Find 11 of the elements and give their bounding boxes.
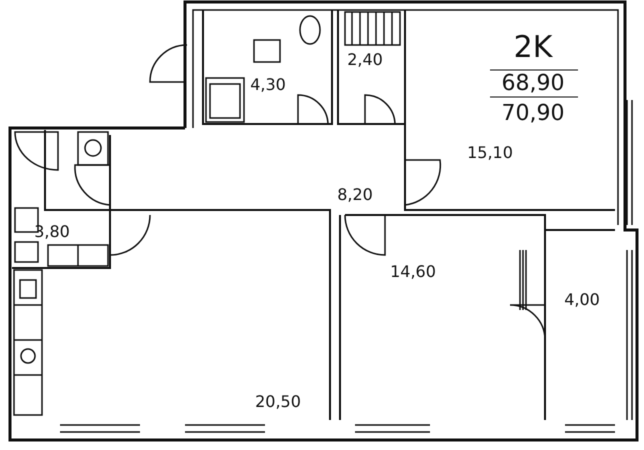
area-label: 8,20 <box>337 187 373 203</box>
area-label: 3,80 <box>34 224 70 240</box>
area-label: 4,30 <box>250 77 286 93</box>
total-area-label: 70,90 <box>502 103 564 125</box>
area-label: 2,40 <box>347 52 383 68</box>
area-label: 4,00 <box>564 292 600 308</box>
area-label: 20,50 <box>255 394 301 410</box>
area-label: 15,10 <box>467 145 513 161</box>
living-area-label: 68,90 <box>502 73 564 95</box>
area-label: 14,60 <box>390 264 436 280</box>
apartment-type-label: 2K <box>514 33 552 63</box>
